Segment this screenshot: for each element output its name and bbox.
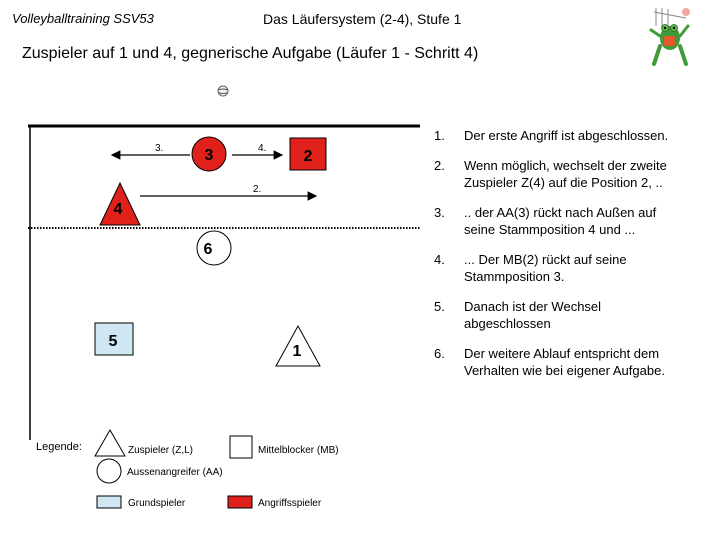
legend-red-box-icon [227,495,253,509]
player-1: 1 [275,324,321,367]
player-2-label: 2 [304,148,313,165]
legend-label-middle-blocker: Mittelblocker (MB) [258,445,339,456]
step-item: 3. .. der AA(3) rückt nach Außen auf sein… [434,204,684,238]
player-6: 6 [196,230,232,266]
legend-triangle-icon [94,428,126,457]
legend-square-icon [229,435,253,459]
movement-arrow-2: 2. [140,184,318,201]
step-item: 2. Wenn möglich, wechselt der zweite Zusp… [434,157,684,191]
arrow-label-4: 4. [258,143,266,154]
player-5-marker [94,322,134,356]
player-2-marker [289,137,327,171]
step-item: 4. ... Der MB(2) rückt auf seine Stammpos… [434,251,684,285]
slide-subtitle: Zuspieler auf 1 und 4, gegnerische Aufga… [22,45,479,62]
step-number: 6. [434,346,445,361]
volleyball-court [28,124,420,440]
legend-label-outside-hitter: Aussenangreifer (AA) [127,467,223,478]
player-1-label: 1 [293,343,302,360]
player-4-marker [99,181,141,226]
step-number: 4. [434,252,445,267]
player-3-marker [191,136,227,172]
step-number: 5. [434,299,445,314]
step-text: ... Der MB(2) rückt auf seine Stammposit… [464,252,627,284]
step-text: Danach ist der Wechsel abgeschlossen [464,299,602,331]
step-item: 1. Der erste Angriff ist abgeschlossen. [434,127,684,144]
player-6-label: 6 [204,241,213,258]
legend-light-blue-box-icon [96,495,122,509]
player-5: 5 [94,322,134,356]
movement-arrow-4: 4. [232,143,284,160]
step-item: 6. Der weitere Ablauf entspricht dem Verh… [434,345,684,379]
legend-label-back-row: Grundspieler [128,498,186,509]
step-text: .. der AA(3) rückt nach Außen auf seine … [464,205,657,237]
arrow-label-2: 2. [253,184,261,195]
legend-title: Legende: [36,441,82,453]
player-1-marker [275,324,321,367]
step-text: Der weitere Ablauf entspricht dem Verhal… [464,346,665,378]
step-number: 2. [434,158,445,173]
legend-circle-icon [96,458,122,484]
player-4-label: 4 [114,201,123,218]
step-number: 1. [434,128,445,143]
step-item: 5. Danach ist der Wechsel abgeschlossen [434,298,684,332]
step-list: 1. Der erste Angriff ist abgeschlossen. 2… [434,127,684,392]
step-text: Der erste Angriff ist abgeschlossen. [464,128,669,143]
movement-arrow-3: 3. [110,143,190,160]
legend: Zuspieler (Z,L) Mittelblocker (MB) Ausse… [94,428,339,509]
player-3: 3 [191,136,227,172]
header-title-left: Volleyballtraining SSV53 [12,11,154,26]
player-4: 4 [99,181,141,226]
volleyball-icon [217,85,229,97]
player-2: 2 [289,137,327,171]
legend-label-setter: Zuspieler (Z,L) [128,445,193,456]
step-number: 3. [434,205,445,220]
header-title-center: Das Läufersystem (2-4), Stufe 1 [263,11,462,27]
step-text: Wenn möglich, wechselt der zweite Zuspie… [464,158,667,190]
legend-label-attacker: Angriffsspieler [258,498,322,509]
arrow-label-3: 3. [155,143,163,154]
frog-mascot-logo-icon [649,8,690,66]
player-6-marker [196,230,232,266]
player-3-label: 3 [205,147,214,164]
player-5-label: 5 [109,333,118,350]
